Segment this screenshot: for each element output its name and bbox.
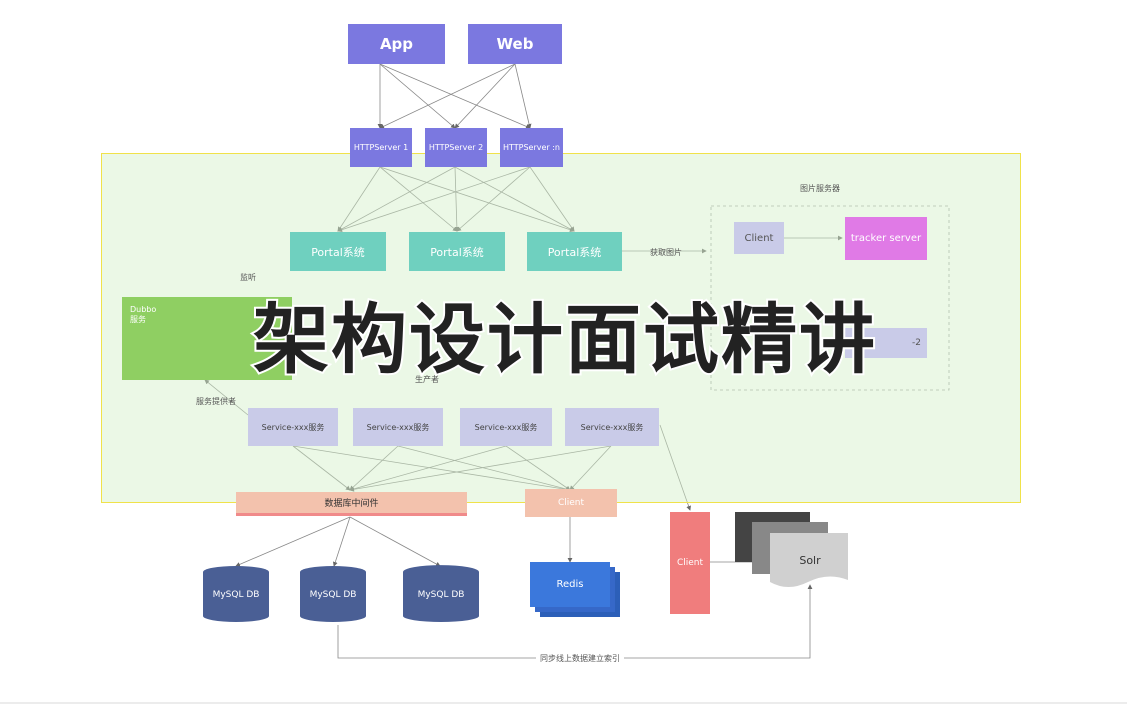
producer-label: 生产者 [415,375,439,384]
service-node: Service-xxx服务 [248,408,338,446]
dubbo-service-node: Dubbo 服务 [122,297,292,380]
redis-label: Redis [530,562,610,607]
image-client-node: Client [734,222,784,254]
db-middleware-node: 数据库中间件 [236,492,467,516]
overlay-title: 架构设计面试精讲 [251,293,877,386]
storage-node: -2 [845,328,927,358]
portal-node: Portal系统 [290,232,386,271]
mysql-db-label: MySQL DB [417,590,465,600]
image-server-title: 图片服务器 [800,184,840,193]
mysql-db-label: MySQL DB [212,590,260,600]
app-node: App [348,24,445,64]
mysql-db-label: MySQL DB [309,590,357,600]
portal-node: Portal系统 [527,232,622,271]
http-server-1: HTTPServer 1 [350,128,412,167]
provider-label: 服务提供者 [196,397,236,406]
redis-client-node: Client [525,489,617,517]
portal-node: Portal系统 [409,232,505,271]
http-server-2: HTTPServer 2 [425,128,487,167]
web-node: Web [468,24,562,64]
fetch-image-label: 获取图片 [650,248,682,257]
service-node: Service-xxx服务 [353,408,443,446]
sync-index-label: 同步线上数据建立索引 [536,653,624,664]
service-node: Service-xxx服务 [460,408,552,446]
solr-label: Solr [799,553,821,567]
tracker-server-node: tracker server [845,217,927,260]
http-server-n: HTTPServer :n [500,128,563,167]
service-node: Service-xxx服务 [565,408,659,446]
monitor-label: 监听 [240,273,256,282]
solr-client-node: Client [670,512,710,614]
db-cylinders [203,565,480,622]
